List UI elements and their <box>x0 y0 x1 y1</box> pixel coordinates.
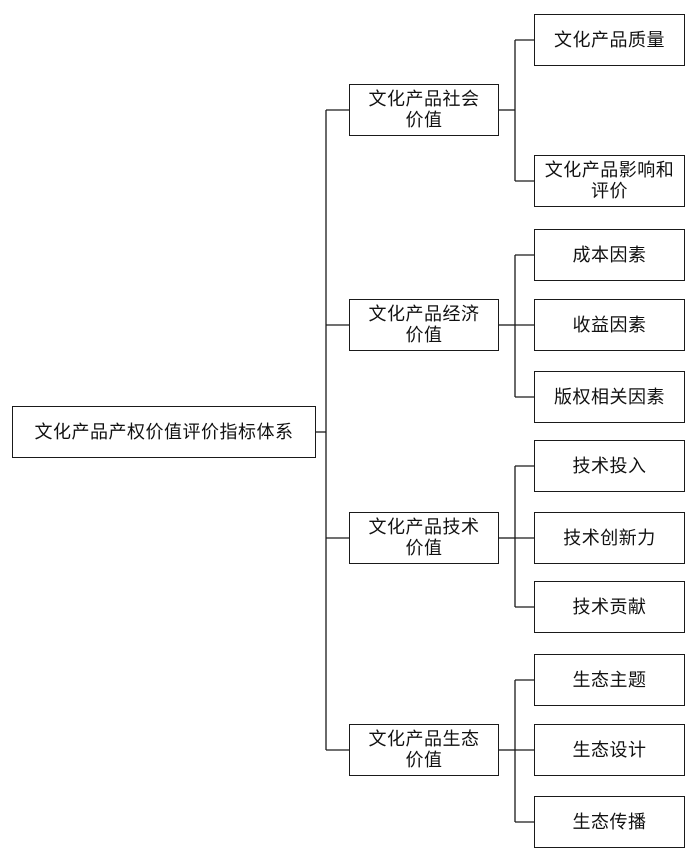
item-label-line1: 技术贡献 <box>572 596 647 618</box>
category-label-line2: 价值 <box>405 325 443 346</box>
item-node-economic-3: 版权相关因素 <box>534 371 685 423</box>
item-node-social-1: 文化产品质量 <box>534 14 685 66</box>
category-node-social: 文化产品社会 价值 <box>349 84 499 136</box>
category-node-technical: 文化产品技术 价值 <box>349 512 499 564</box>
item-node-ecological-1: 生态主题 <box>534 654 685 706</box>
item-node-ecological-3: 生态传播 <box>534 796 685 848</box>
item-node-technical-3: 技术贡献 <box>534 581 685 633</box>
item-label-line1: 生态传播 <box>572 811 647 833</box>
item-node-technical-2: 技术创新力 <box>534 512 685 564</box>
root-node: 文化产品产权价值评价指标体系 <box>12 406 316 458</box>
root-label: 文化产品产权价值评价指标体系 <box>34 421 294 443</box>
item-label-line1: 文化产品影响和 <box>544 160 675 181</box>
category-label-line1: 文化产品技术 <box>368 517 480 538</box>
item-label-line1: 收益因素 <box>572 314 647 336</box>
item-label-line1: 文化产品质量 <box>554 29 665 51</box>
item-node-technical-1: 技术投入 <box>534 440 685 492</box>
item-label-line1: 版权相关因素 <box>554 386 665 408</box>
item-node-economic-1: 成本因素 <box>534 229 685 281</box>
item-label-line2: 评价 <box>591 181 628 202</box>
category-label-line2: 价值 <box>405 110 443 131</box>
category-label-line1: 文化产品生态 <box>368 729 480 750</box>
category-label-line2: 价值 <box>405 750 443 771</box>
item-label-line1: 技术投入 <box>572 455 647 477</box>
item-node-economic-2: 收益因素 <box>534 299 685 351</box>
item-label-line1: 成本因素 <box>572 244 647 266</box>
category-node-economic: 文化产品经济 价值 <box>349 299 499 351</box>
category-label-line1: 文化产品经济 <box>368 304 480 325</box>
item-label-line1: 技术创新力 <box>563 527 656 549</box>
category-label-line2: 价值 <box>405 538 443 559</box>
item-label-line1: 生态设计 <box>572 739 647 761</box>
item-label-line1: 生态主题 <box>572 669 647 691</box>
item-node-ecological-2: 生态设计 <box>534 724 685 776</box>
category-label-line1: 文化产品社会 <box>368 89 480 110</box>
category-node-ecological: 文化产品生态 价值 <box>349 724 499 776</box>
item-node-social-2: 文化产品影响和 评价 <box>534 155 685 207</box>
